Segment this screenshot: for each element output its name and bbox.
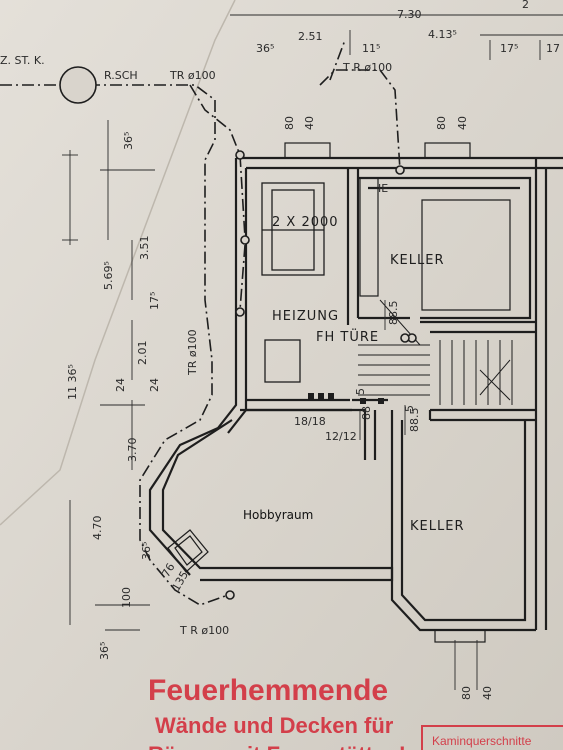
label-rsch: R.SCH [104,69,138,82]
label-tr-vertical: TR ø100 [186,329,199,376]
dim-115: 11⁵ [362,42,380,55]
dim-100: 100 [120,587,133,608]
label-tr-top-left: TR ø100 [169,69,216,82]
pipe-nodes [59,66,417,600]
dimension-lines [62,14,563,690]
dim-365-top: 36⁵ [256,42,274,55]
dim-365-bl: 36⁵ [140,542,153,560]
stairs [358,299,513,405]
dim-40-a: 40 [303,116,316,130]
dim-5-a: 5 [354,388,367,395]
label-tr-top-right: T R ø100 [342,61,392,74]
paper-fold [0,0,236,526]
dim-40-bottom: 40 [481,686,494,700]
vent-grilles [308,393,384,404]
dim-76: 76 [159,561,177,580]
room-label-keller-bottom: KELLER [410,519,464,534]
dim-730: 7.30 [397,8,422,21]
room-label-keller-top: KELLER [390,253,444,268]
windows [284,142,486,643]
dim-40-b: 40 [456,116,469,130]
boiler-label: 2 X 2000 [272,215,339,230]
dim-365-left: 36⁵ [122,132,135,150]
dim-17-top: 17 [546,42,560,55]
stamp-line-2: Wände und Decken für [155,713,394,738]
fire-door-label: FH TÜRE [316,328,379,345]
dim-569: 5.69⁵ [102,261,115,290]
label-vent-right: 12/12 [325,430,357,443]
stamp-box [421,725,563,750]
dim-80-a: 80 [283,116,296,130]
dim-5-b: 5 [403,405,416,412]
dim-88: 88 [360,406,373,420]
label-vent-left: 18/18 [294,415,326,428]
room-label-hobbyraum: Hobbyraum [243,508,313,522]
stamp-box-label: Kaminquerschnitte [432,734,532,748]
dim-365-bottom: 36⁵ [98,642,111,660]
dim-2-top: 2 [522,0,529,11]
keller-shelf [359,177,511,311]
dim-201: 2.01 [136,341,149,366]
label-ie: IE [378,182,388,195]
chimney-corner [167,529,209,573]
dim-175-top: 17⁵ [500,42,518,55]
dim-885-b: 88.5 [408,408,421,433]
room-label-heizung: HEIZUNG [272,309,339,324]
label-zstk: Z. ST. K. [0,54,45,67]
stamp-line-1: Feuerhemmende [148,674,388,707]
walls [148,156,563,632]
dim-885: 88.5 [387,301,400,326]
dim-351: 3.51 [138,236,151,261]
dim-251: 2.51 [298,30,323,43]
dim-80-bottom: 80 [460,686,473,700]
dim-4135: 4.13⁵ [428,28,457,41]
dim-24-b: 24 [148,378,161,392]
boilers [261,182,325,383]
dim-370: 3.70 [126,438,139,463]
dim-24-a: 24 [114,378,127,392]
chimney-circle [59,66,97,104]
dim-175-left: 17⁵ [148,292,161,310]
pipe-lines [0,39,401,606]
label-tr-bottom: T R ø100 [179,624,229,637]
dim-1136: 11 36⁵ [66,364,79,400]
stamp-line-3: Räume mit Feuerstätten! [148,742,406,750]
dim-470: 4.70 [91,516,104,541]
dim-80-b: 80 [435,116,448,130]
